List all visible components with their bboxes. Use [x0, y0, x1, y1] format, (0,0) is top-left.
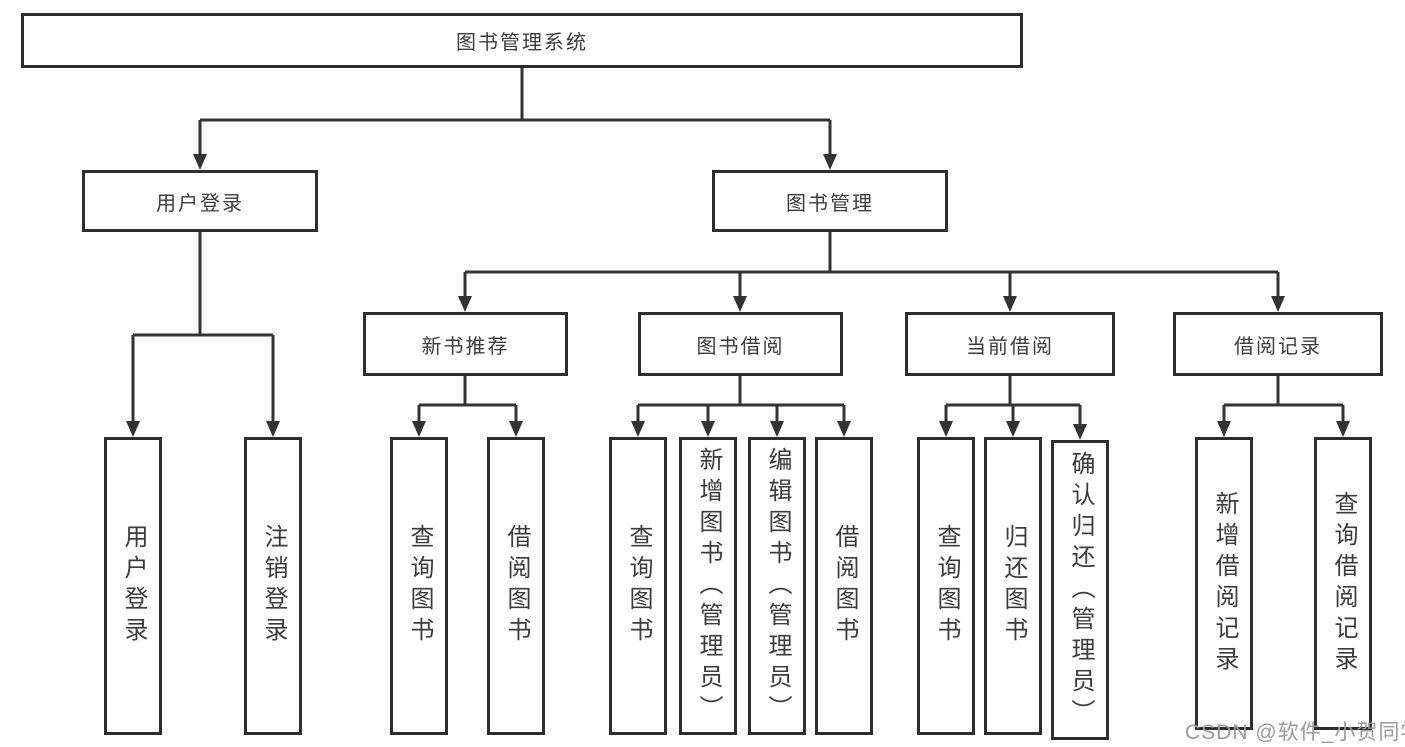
leaf-current-confirm-return-admin: 确认归还（管理员） [1051, 440, 1109, 740]
leaf-logout: 注销登录 [244, 437, 302, 735]
leaf-borrow-edit-book-admin: 编辑图书（管理员） [748, 437, 806, 735]
connector-borrow-to-leaves [636, 376, 846, 423]
leaf-newbook-borrow-book: 借阅图书 [487, 437, 545, 735]
connector-newbook-to-leaves [417, 376, 518, 423]
connector-current-to-leaves [944, 376, 1082, 426]
leaf-current-return-book: 归还图书 [984, 437, 1042, 735]
node-book-borrow: 图书借阅 [638, 312, 843, 376]
leaf-newbook-query-book: 查询图书 [390, 437, 448, 735]
node-user-login-group: 用户登录 [82, 170, 318, 232]
arrowheads [126, 154, 1350, 440]
node-book-management-group: 图书管理 [712, 170, 948, 232]
node-system-root: 图书管理系统 [21, 13, 1023, 68]
leaf-record-query-borrow-record: 查询借阅记录 [1314, 437, 1372, 730]
connector-root-to-level2 [198, 68, 832, 156]
node-current-borrow: 当前借阅 [905, 312, 1115, 376]
leaf-record-add-borrow-record: 新增借阅记录 [1195, 437, 1253, 730]
node-new-book-recommend: 新书推荐 [363, 312, 568, 376]
connector-bookmgmt-to-level3 [463, 232, 1280, 298]
node-borrow-record: 借阅记录 [1173, 312, 1383, 376]
csdn-watermark: CSDN @软件_小贺同学 [1185, 721, 1405, 744]
leaf-borrow-borrow-book: 借阅图书 [815, 437, 873, 735]
leaf-borrow-add-book-admin: 新增图书（管理员） [679, 437, 737, 735]
connector-userlogin-to-leaves [131, 232, 275, 423]
leaf-current-query-book: 查询图书 [917, 437, 975, 735]
leaf-user-login: 用户登录 [104, 437, 162, 735]
connector-record-to-leaves [1222, 376, 1345, 423]
leaf-borrow-query-book: 查询图书 [609, 437, 667, 735]
